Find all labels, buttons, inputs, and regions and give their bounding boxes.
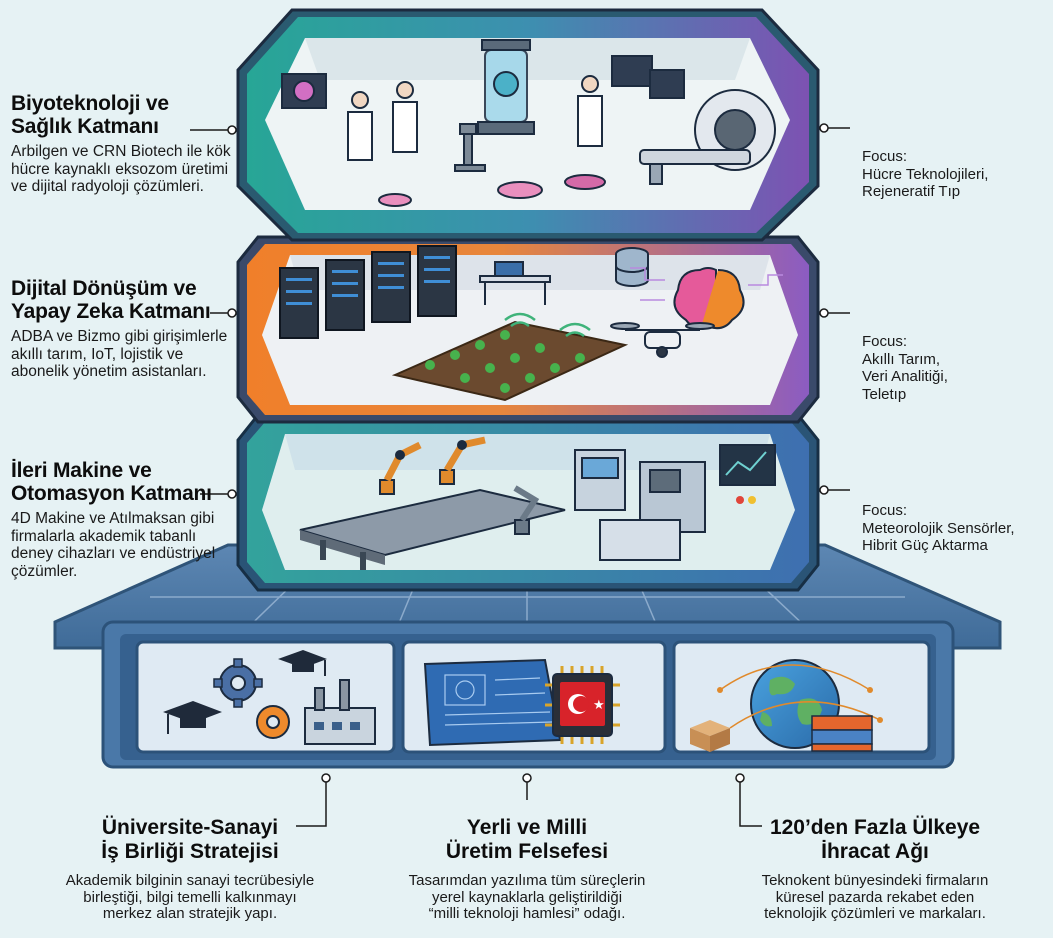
scientist-figure [577,75,603,147]
cardboard-box-icon [690,720,730,752]
gear-icon [256,705,290,739]
mri-scanner-icon [639,89,776,185]
graduation-cap-icon [163,701,222,734]
layer-title: İleri Makine ve Otomasyon Katmanı [11,459,212,505]
factory-icon [304,679,376,745]
layer-description: Arbilgen ve CRN Biotech ile kök hücre ka… [11,143,231,195]
graduation-cap-icon [278,650,327,676]
petri-dish-icon [378,174,606,207]
foundation-title: Üniversite-Sanayi İş Birliği Stratejisi [101,816,279,863]
foundation-title: 120’den Fazla Ülkeye İhracat Ağı [769,816,981,863]
lab-monitor-icon [611,55,685,99]
layer-label-machine: İleri Makine ve Otomasyon Katmanı 4D Mak… [11,459,226,580]
smart-farm-field [391,312,629,402]
bioreactor-icon [477,39,535,135]
layer-label-digital: Dijital Dönüşüm ve Yapay Zeka Katmanı AD… [11,277,231,381]
robot-arm-icon [379,441,422,495]
layer-description: 4D Makine ve Atılmaksan gibi firmalarla … [11,510,216,580]
layer-title: Dijital Dönüşüm ve Yapay Zeka Katmanı [11,277,211,323]
foundation-description: Teknokent bünyesindeki firmaların kürese… [761,872,989,922]
conveyor-belt [299,488,566,570]
layer-description: ADBA ve Bizmo gibi girişimlerle akıllı t… [11,328,228,380]
robot-arm-icon [439,436,486,485]
scientist-figure [347,81,418,161]
layer-label-biotech: Biyoteknoloji ve Sağlık Katmanı Arbilgen… [11,92,231,196]
brain-ai-icon [630,267,783,330]
focus-machine: Focus: Meteorolojik Sensörler, Hibrit Gü… [862,502,1015,554]
microscope-icon [454,123,486,172]
focus-digital: Focus: Akıllı Tarım, Veri Analitiği, Tel… [862,333,948,403]
foundation-description: Akademik bilginin sanayi tecrübesiyle bi… [65,872,315,922]
connector-lines [190,127,850,827]
foundation-label-university: Üniversite-Sanayi İş Birliği Stratejisi … [20,816,360,923]
foundation-label-domestic: Yerli ve Milli Üretim Felsefesi Tasarımd… [367,816,687,923]
lab-monitor-icon [281,73,327,109]
foundation-title: Yerli ve Milli Üretim Felsefesi [445,816,609,863]
microchip-icon: ★ [545,666,620,744]
database-icon [615,247,649,287]
status-indicators [736,496,756,504]
star-icon: ★ [593,698,605,713]
blueprint-icon [423,658,562,747]
digital-ai-layer [236,235,820,424]
industrial-machines [574,444,776,561]
gear-icon [213,658,263,708]
connector-dots [227,123,829,783]
robot-arm-icon [513,485,540,535]
layer-title: Biyoteknoloji ve Sağlık Katmanı [11,92,169,138]
drone-icon [610,322,715,358]
shipping-container-icon [811,715,873,752]
focus-biotech: Focus: Hücre Teknolojileri, Rejeneratif … [862,148,989,200]
wifi-icon [504,312,591,338]
foundation-label-export: 120’den Fazla Ülkeye İhracat Ağı Teknoke… [705,816,1045,923]
export-network-panel [672,640,931,754]
biotech-health-layer [236,8,820,242]
machine-automation-layer [236,413,820,592]
foundation-description: Tasarımdan yazılıma tüm süreçlerin yerel… [408,872,646,922]
workstation-desk [479,261,551,305]
domestic-production-panel: ★ [401,640,667,754]
university-industry-panel [135,640,396,754]
trade-arcs [719,664,881,729]
